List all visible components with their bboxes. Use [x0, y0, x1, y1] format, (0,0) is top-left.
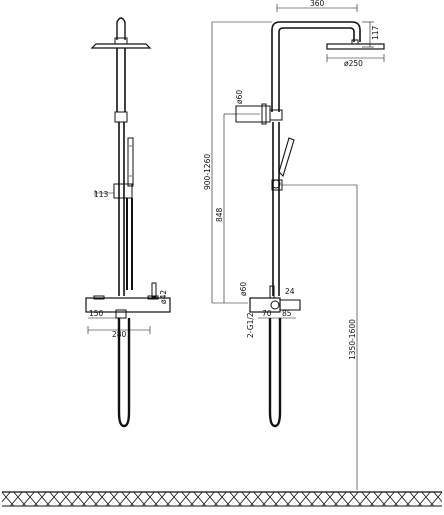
dim-side-d60-top: ø60 — [235, 90, 244, 104]
front-view: 113 150 280 ø42 — [85, 17, 171, 428]
dim-side-85: 85 — [282, 309, 292, 318]
dim-side-848: 848 — [215, 207, 224, 222]
dim-side-360: 360 — [310, 0, 325, 8]
dim-front-113: 113 — [94, 190, 109, 199]
dim-side-70: 70 — [262, 309, 272, 318]
dim-front-150: 150 — [89, 309, 104, 318]
floor — [2, 491, 442, 507]
side-view: 360 117 ø250 ø60 900-1260 — [203, 0, 385, 490]
side-mixer-knob — [270, 300, 280, 310]
front-slider — [113, 183, 133, 199]
dim-side-d60-mixer: ø60 — [239, 282, 248, 296]
dim-side-900-1260: 900-1260 — [203, 154, 212, 190]
front-rain-head — [90, 43, 152, 49]
dim-front-d42: ø42 — [159, 290, 168, 304]
floor-hatching — [2, 492, 442, 506]
dim-side-1350-1600: 1350-1600 — [348, 319, 357, 360]
front-riser-top — [116, 17, 126, 40]
dim-side-24: 24 — [285, 287, 295, 296]
side-arm — [271, 21, 361, 112]
dim-side-connection: 2-G1/2 — [246, 312, 255, 338]
dim-side-d250: ø250 — [344, 59, 363, 68]
front-riser-holder — [114, 111, 128, 123]
side-hose — [268, 318, 282, 428]
front-mixer-lever — [151, 282, 157, 298]
dim-side-117: 117 — [371, 25, 380, 40]
front-hand-shower — [127, 137, 134, 187]
side-mixer-body — [249, 297, 281, 313]
front-mixer-body — [85, 297, 171, 313]
front-head-connector — [114, 37, 128, 45]
side-spout — [280, 299, 301, 311]
dim-front-280: 280 — [112, 330, 127, 339]
side-hand-shower — [278, 137, 295, 178]
side-rain-head — [326, 43, 385, 50]
front-hose — [126, 198, 133, 290]
